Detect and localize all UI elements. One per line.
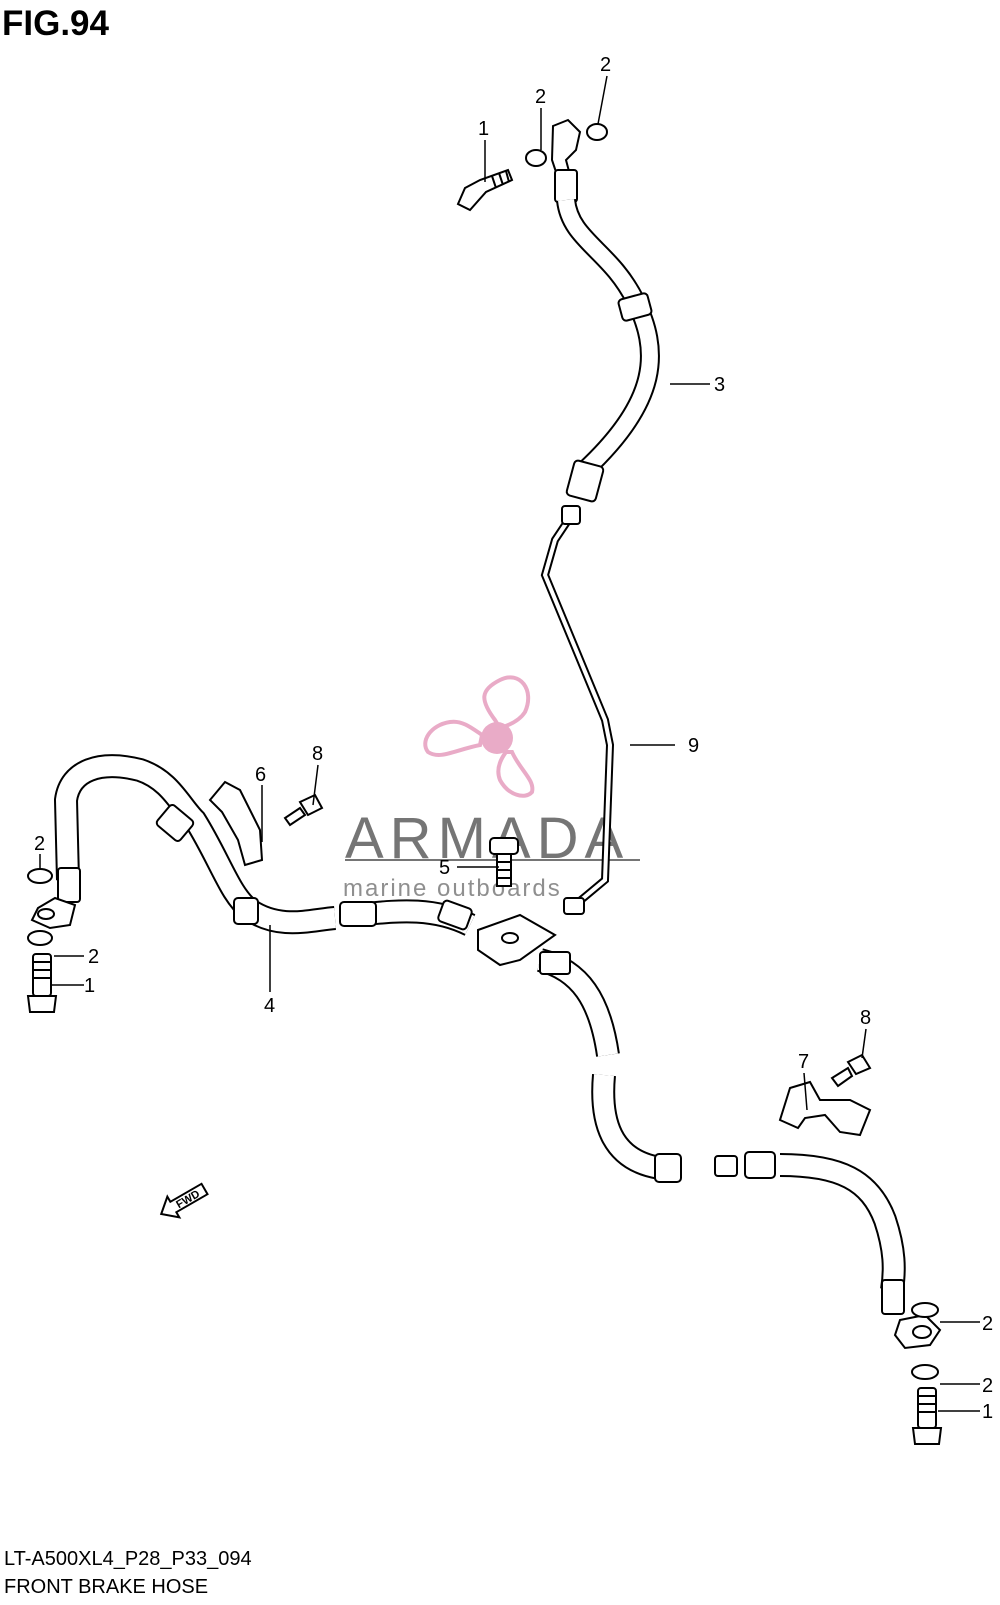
top-banjo-fitting [550,118,582,203]
left-washer-upper [27,868,53,884]
callout-label: 5 [439,857,450,879]
callout-label: 4 [264,995,275,1017]
callout-label: 2 [535,86,546,108]
hose-joint-block [477,913,557,967]
figure-title: FIG.94 [2,4,109,43]
callout-label: 9 [688,735,699,757]
propeller-icon [423,675,535,798]
brake-pipe-9 [540,505,615,915]
right-banjo-fitting [881,1279,942,1350]
figure-caption: FRONT BRAKE HOSE [4,1576,209,1598]
callout-label: 2 [88,946,99,968]
watermark-logo: ARMADA marine outboards [343,675,640,902]
fwd-label: FWD [174,1188,202,1211]
bolt-8-lower [830,1053,872,1088]
callout-label: 2 [34,833,45,855]
watermark-tagline: marine outboards [343,875,562,902]
right-banjo-bolt [911,1387,943,1445]
callout-label: 1 [84,975,95,997]
leader-lines [39,75,980,1412]
bolt-5 [489,837,519,887]
callout-label: 6 [255,764,266,786]
bolt-8-upper [283,793,324,827]
callout-label: 3 [714,374,725,396]
callout-label: 1 [982,1401,993,1423]
callout-labels: 1 2 2 3 9 8 6 5 2 2 1 4 8 7 2 2 1 [34,54,993,1423]
left-washer-lower [27,930,53,946]
callout-label: 2 [982,1375,993,1397]
fwd-arrow-icon: FWD [159,1182,209,1219]
right-washer-upper [911,1302,939,1318]
watermark-brand: ARMADA [345,806,629,871]
callout-label: 8 [312,743,323,765]
callout-label: 8 [860,1007,871,1029]
right-washer-lower [911,1364,939,1380]
clamp-6 [208,780,264,867]
callout-label: 2 [600,54,611,76]
top-washer-outer [586,123,608,141]
callout-label: 2 [982,1313,993,1335]
callout-label: 7 [798,1051,809,1073]
left-banjo-bolt [26,953,58,1013]
hose-right [536,948,906,1292]
figure-code: LT-A500XL4_P28_P33_094 [4,1548,252,1570]
hose-3 [556,198,660,503]
top-washer-inner [525,149,547,167]
left-banjo-fitting [30,867,81,930]
callout-label: 1 [478,118,489,140]
hose-4 [53,754,476,936]
propeller-hub-icon [481,722,513,754]
clamp-7 [778,1080,872,1137]
